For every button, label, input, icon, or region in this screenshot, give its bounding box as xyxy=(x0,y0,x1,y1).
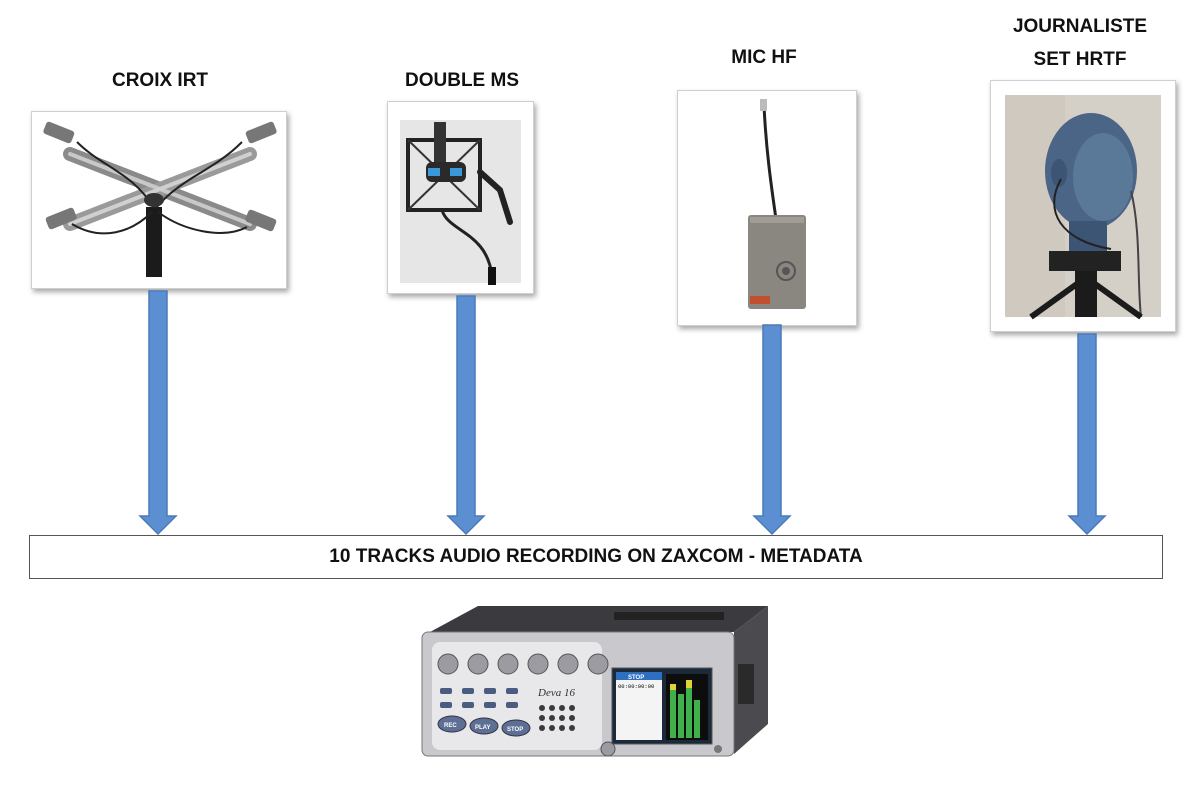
arrow-mic-hf xyxy=(752,324,792,536)
zaxcom-recorder: Deva 16 REC PLAY STOP STOP 00:00:00:00 xyxy=(418,604,774,769)
journaliste-photo xyxy=(990,80,1176,332)
recorder-brand: Deva 16 xyxy=(537,687,575,699)
double-ms-photo xyxy=(387,101,534,294)
screen-status: STOP xyxy=(628,675,644,681)
recording-label-box: 10 TRACKS AUDIO RECORDING ON ZAXCOM - ME… xyxy=(29,535,1163,579)
source-title-set-hrtf: SET HRTF xyxy=(1033,49,1127,70)
play-button-label: PLAY xyxy=(475,725,490,731)
dummy-head-microphone-icon xyxy=(1005,95,1161,320)
mic-hf-photo xyxy=(677,90,857,326)
croix-irt-microphone-array-icon xyxy=(43,121,277,277)
stop-button-label: STOP xyxy=(507,727,523,733)
source-title-double-ms: DOUBLE MS xyxy=(405,70,519,91)
croix-irt-photo xyxy=(31,111,287,289)
wireless-transmitter-icon xyxy=(748,99,806,309)
arrow-journaliste xyxy=(1067,333,1107,536)
audio-recorder-icon: Deva 16 REC PLAY STOP STOP 00:00:00:00 xyxy=(421,606,768,757)
source-title-journaliste: JOURNALISTE xyxy=(1012,16,1148,37)
source-title-mic-hf: MIC HF xyxy=(731,47,797,68)
recording-label: 10 TRACKS AUDIO RECORDING ON ZAXCOM - ME… xyxy=(329,546,863,567)
rec-button-label: REC xyxy=(444,723,457,729)
screen-timecode: 00:00:00:00 xyxy=(618,683,654,690)
source-title-croix-irt: CROIX IRT xyxy=(111,70,209,91)
arrow-croix-irt xyxy=(138,290,178,536)
double-ms-microphone-icon xyxy=(400,120,521,285)
arrow-double-ms xyxy=(446,295,486,536)
